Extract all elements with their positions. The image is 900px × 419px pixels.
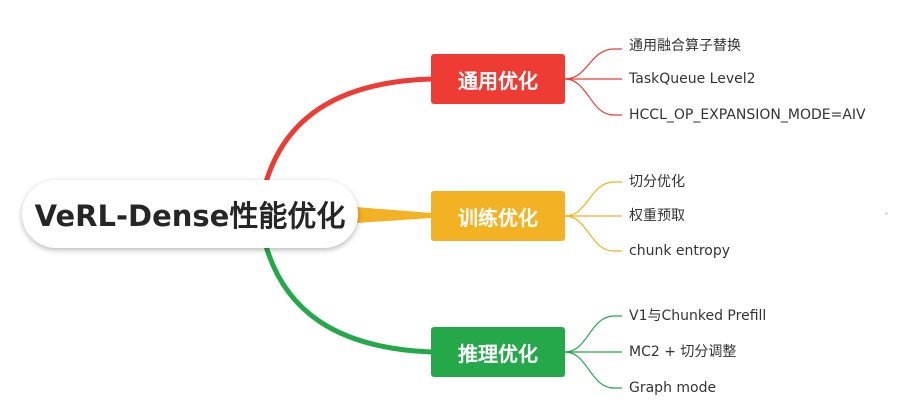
decorative-dot <box>885 212 888 215</box>
leaf-inference-graph-mode[interactable]: Graph mode <box>629 380 717 396</box>
connector-inference-leaf-1 <box>564 315 622 353</box>
leaf-inference-mc2[interactable]: MC2 + 切分调整 <box>629 344 737 360</box>
root-node[interactable]: VeRL-Dense性能优化 <box>22 180 358 248</box>
connector-training-leaf-1 <box>564 181 622 217</box>
leaf-training-split[interactable]: 切分优化 <box>629 174 685 190</box>
branch-node-inference[interactable]: 推理优化 <box>431 327 565 377</box>
connector-root-training <box>356 207 431 223</box>
leaf-general-hccl-mode[interactable]: HCCL_OP_EXPANSION_MODE=AIV <box>629 107 866 123</box>
branch-node-training[interactable]: 训练优化 <box>431 191 565 241</box>
leaf-inference-chunked-prefill[interactable]: V1与Chunked Prefill <box>629 308 767 324</box>
connector-root-inference <box>263 243 434 355</box>
connector-training-leaf-3 <box>564 215 622 252</box>
connector-root-general <box>263 76 434 185</box>
leaf-training-chunk-entropy[interactable]: chunk entropy <box>629 243 731 259</box>
leaf-training-prefetch[interactable]: 权重预取 <box>629 208 685 224</box>
connector-inference-leaf-3 <box>564 351 622 389</box>
connector-general-leaf-1 <box>564 48 622 80</box>
connector-general-leaf-3 <box>564 78 622 116</box>
leaf-general-taskqueue[interactable]: TaskQueue Level2 <box>629 71 756 87</box>
branch-node-general[interactable]: 通用优化 <box>431 54 565 104</box>
leaf-general-fused-operator[interactable]: 通用融合算子替换 <box>629 38 741 54</box>
